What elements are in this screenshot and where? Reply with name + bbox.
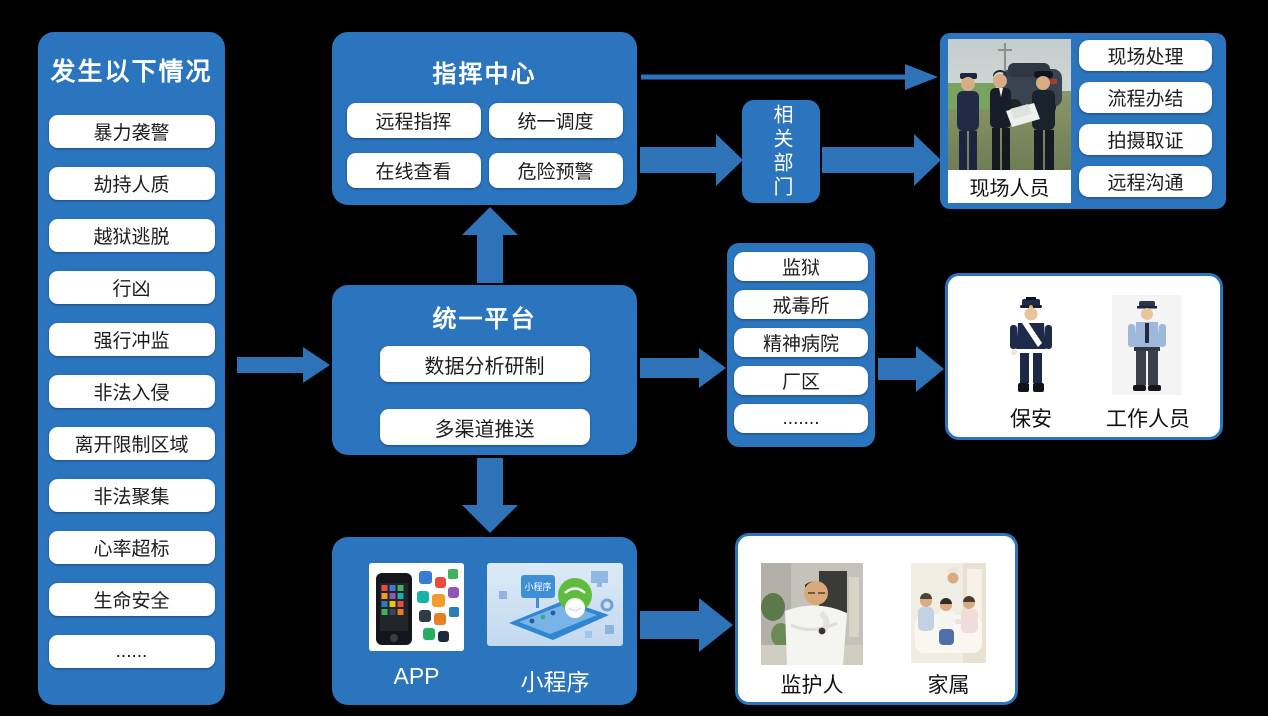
site-item: 厂区 <box>734 366 868 395</box>
sites-box: 监狱 戒毒所 精神病院 厂区 ....... <box>727 243 875 447</box>
command-feature: 远程指挥 <box>346 103 481 138</box>
situation-item: 心率超标 <box>48 531 215 564</box>
arrow-left-to-platform <box>237 347 330 383</box>
situation-item: 非法入侵 <box>48 375 215 408</box>
site-item-more: ....... <box>734 404 868 433</box>
guard-label: 保安 <box>1010 408 1052 431</box>
command-feature: 统一调度 <box>488 103 623 138</box>
site-item: 精神病院 <box>734 328 868 357</box>
arrow-platform-down <box>462 458 518 533</box>
platform-box: 统一平台 数据分析研制 多渠道推送 <box>332 285 637 455</box>
mini-program-label: 小程序 <box>520 669 590 695</box>
arrow-app-to-guardians <box>640 598 733 652</box>
arrow-sites-to-staff <box>878 346 944 392</box>
arrow-dept-to-field <box>822 134 941 186</box>
arrow-command-to-field-thin <box>641 64 938 90</box>
command-center-box: 指挥中心 远程指挥 统一调度 在线查看 危险预警 <box>332 32 637 205</box>
site-item: 监狱 <box>734 252 868 281</box>
officer-figure-middle <box>990 70 1011 170</box>
field-action: 流程办结 <box>1079 82 1212 113</box>
arrow-platform-to-command <box>462 207 518 283</box>
field-personnel-photo: 现场人员 <box>948 39 1071 203</box>
platform-feature: 多渠道推送 <box>379 409 590 445</box>
field-action: 远程沟通 <box>1079 166 1212 197</box>
guardian-label: 监护人 <box>780 674 844 697</box>
situations-panel: 发生以下情况 暴力袭警 劫持人质 越狱逃脱 行凶 强行冲监 非法入侵 离开限制区… <box>38 32 225 705</box>
platform-feature: 数据分析研制 <box>379 346 590 382</box>
situation-item: 强行冲监 <box>48 323 215 356</box>
staff-box: 保安 工作人员 <box>945 273 1223 440</box>
mini-program-badge-text: 小程序 <box>524 581 551 592</box>
worker-label: 工作人员 <box>1106 408 1190 431</box>
situation-item: 劫持人质 <box>48 167 215 200</box>
site-item: 戒毒所 <box>734 290 868 319</box>
channels-box: 小程序 APP 小程序 <box>332 537 637 705</box>
officer-figure-right <box>1032 71 1055 170</box>
command-feature: 危险预警 <box>488 153 623 188</box>
situation-item: 生命安全 <box>48 583 215 616</box>
worker-figure <box>1112 295 1182 400</box>
family-label: 家属 <box>927 674 970 697</box>
situation-item: 越狱逃脱 <box>48 219 215 252</box>
field-team-box: 现场人员 现场处理 流程办结 拍摄取证 远程沟通 <box>940 33 1226 209</box>
situation-item: 暴力袭警 <box>48 115 215 148</box>
related-department-label: 相关部门 <box>770 103 792 200</box>
field-action: 拍摄取证 <box>1079 124 1212 155</box>
family-photo <box>911 563 986 663</box>
app-illustration <box>369 563 464 651</box>
related-department-box: 相关部门 <box>742 100 820 203</box>
situation-item: 行凶 <box>48 271 215 304</box>
mini-program-illustration: 小程序 <box>487 563 623 646</box>
arrow-platform-to-sites <box>640 348 726 388</box>
field-action: 现场处理 <box>1079 40 1212 71</box>
security-guard-figure <box>996 295 1066 400</box>
field-personnel-caption: 现场人员 <box>948 170 1071 203</box>
guardian-photo <box>761 563 863 665</box>
platform-title: 统一平台 <box>432 306 537 333</box>
command-center-title: 指挥中心 <box>432 61 537 88</box>
guardians-box: 监护人 家属 <box>735 533 1018 705</box>
officer-figure-left <box>957 73 979 170</box>
situation-item: 非法聚集 <box>48 479 215 512</box>
situations-title: 发生以下情况 <box>50 58 213 86</box>
situation-item: 离开限制区域 <box>48 427 215 460</box>
situation-item-more: ...... <box>48 635 215 668</box>
arrow-command-to-dept <box>640 134 743 186</box>
app-label: APP <box>393 663 440 689</box>
command-feature: 在线查看 <box>346 153 481 188</box>
